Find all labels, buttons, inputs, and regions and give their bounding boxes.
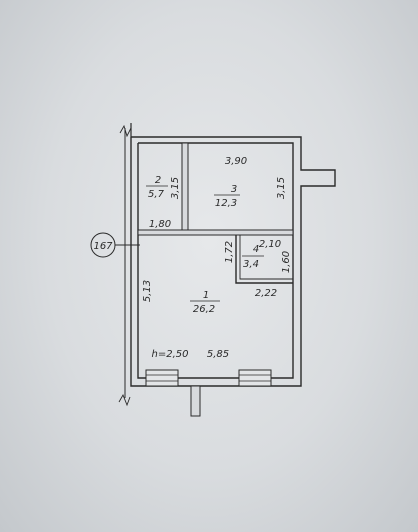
dim-1-80: 1,80: [149, 219, 171, 230]
dim-3-90: 3,90: [225, 156, 247, 167]
room-2-area: 5,7: [148, 189, 165, 200]
ceiling-height: h=2,50: [152, 349, 189, 360]
room-2-label: 2 5,7: [146, 175, 168, 200]
axis-line: [118, 124, 132, 407]
interior-walls: [137, 142, 294, 284]
dim-3-15-left: 3,15: [170, 177, 181, 199]
room-2-number: 2: [155, 175, 161, 186]
room-3-area: 12,3: [215, 198, 237, 209]
dim-5-85: 5,85: [207, 349, 229, 360]
room-4-number: 4: [253, 244, 259, 255]
windows: [145, 369, 272, 387]
room-1-label: 1 26,2: [190, 290, 220, 315]
dim-1-60: 1,60: [281, 251, 292, 273]
room-3-number: 3: [231, 184, 237, 195]
dim-3-15-right: 3,15: [276, 177, 287, 199]
dimensions: 3,90 3,15 3,15 1,80 2,10 1,72 1,60 2,22 …: [142, 156, 292, 360]
room-4-label: 4 3,4: [242, 244, 264, 270]
room-1-area: 26,2: [193, 304, 215, 315]
dim-5-13: 5,13: [142, 280, 153, 302]
dim-2-10: 2,10: [259, 239, 281, 250]
room-3-label: 3 12,3: [214, 184, 240, 209]
axis-marker-label: 167: [93, 241, 113, 252]
room-4-area: 3,4: [243, 259, 259, 270]
axis-marker: 167: [90, 232, 140, 258]
dim-1-72: 1,72: [224, 241, 235, 263]
exterior-walls: [130, 123, 336, 417]
room-1-number: 1: [203, 290, 209, 301]
dim-2-22: 2,22: [255, 288, 277, 299]
